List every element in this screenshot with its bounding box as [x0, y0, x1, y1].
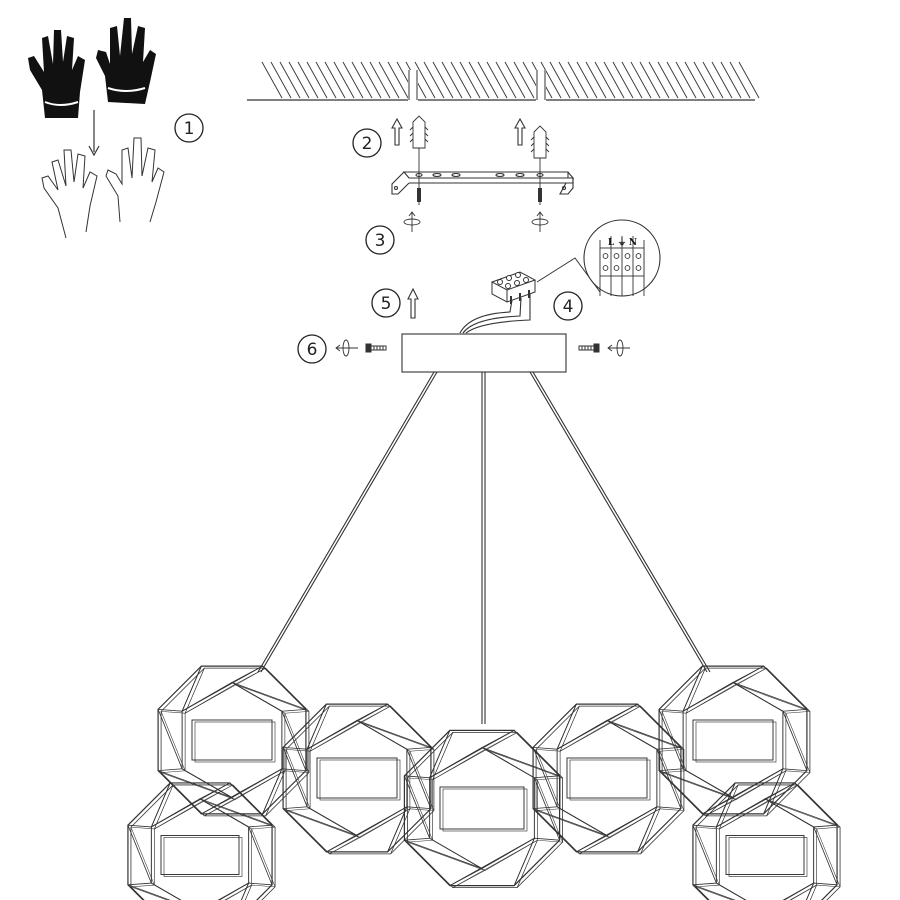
step-1-badge	[174, 113, 204, 143]
step-1-number: 1	[184, 119, 195, 139]
terminal-block-icon	[490, 271, 537, 304]
screw-icon-right	[578, 343, 600, 353]
step-2-group: 2	[352, 115, 575, 205]
shade-cluster	[127, 665, 841, 900]
polyhedron-shade-icon	[532, 703, 685, 855]
step-5-number: 5	[381, 294, 392, 314]
step-2-number: 2	[362, 134, 373, 154]
step-4-group: 4	[459, 219, 661, 334]
suspension-cables	[257, 371, 711, 724]
glove-icon-left	[28, 30, 85, 118]
screw-icon-vertical	[417, 188, 542, 202]
polyhedron-shade-icon	[403, 729, 564, 889]
canopy-icon	[401, 333, 567, 373]
step-6-number: 6	[307, 340, 318, 360]
step-3-number: 3	[375, 231, 386, 251]
step-3-group: 3	[365, 211, 549, 255]
step-6-group: 6	[297, 334, 630, 364]
hand-icon-left	[41, 149, 98, 239]
terminal-label-earth: ⏚	[617, 237, 626, 248]
polyhedron-shade-icon	[692, 782, 841, 900]
mounting-bracket-icon	[391, 171, 575, 195]
glove-icon-right	[96, 18, 156, 104]
step-4-badge	[553, 291, 583, 321]
rotate-icon-right	[607, 339, 630, 357]
arrow-icon-down	[88, 110, 100, 157]
polyhedron-shade-icon	[282, 703, 435, 855]
step-5-badge	[371, 288, 401, 318]
wire-bundle	[459, 294, 531, 334]
polyhedron-shade-icon	[658, 665, 811, 817]
rotate-icon-left	[403, 211, 421, 232]
rotate-icon-left	[335, 339, 358, 357]
hand-icon-right	[105, 137, 165, 223]
step-4-number: 4	[563, 297, 574, 317]
polyhedron-shade-icon	[157, 665, 310, 817]
rotate-icon-right	[531, 211, 549, 232]
step-3-badge	[365, 225, 395, 255]
screw-icon-left	[365, 343, 387, 353]
polyhedron-shade-icon	[127, 782, 276, 900]
step-6-badge	[297, 334, 327, 364]
arrow-icon-up	[407, 287, 419, 319]
step-5-group: 5	[371, 287, 419, 319]
terminal-label-neutral: N	[629, 238, 637, 248]
terminal-label-live: L	[608, 238, 615, 248]
callout-zoom: L ⏚ N	[536, 219, 661, 297]
ceiling-icon	[247, 61, 760, 101]
step-2-badge	[352, 128, 382, 158]
step-1-group: 1	[28, 18, 204, 239]
arrow-icon-up	[391, 117, 526, 146]
